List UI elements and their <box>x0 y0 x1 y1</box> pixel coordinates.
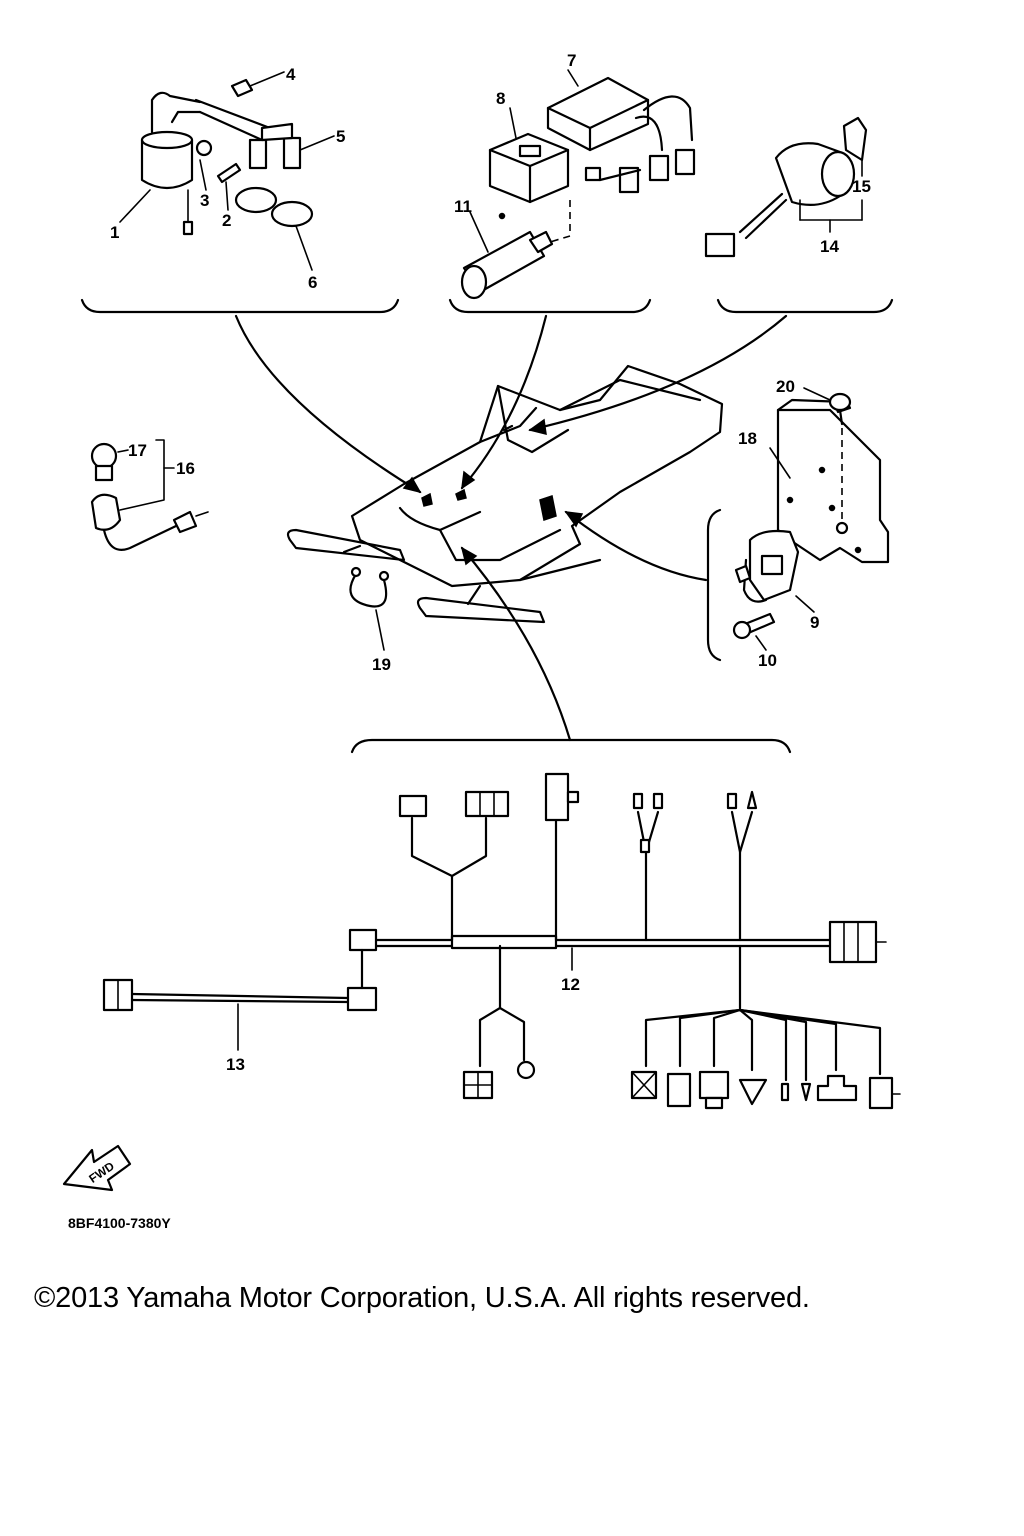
callout-10: 10 <box>758 651 777 670</box>
callout-16: 16 <box>176 459 195 478</box>
callout-5: 5 <box>336 127 345 146</box>
ignition-coil-group: 1 2 3 4 5 6 <box>80 65 400 314</box>
forward-direction-icon: FWD <box>62 1144 132 1192</box>
arrow-cdi <box>460 314 548 490</box>
callout-8: 8 <box>496 89 505 108</box>
copyright-text: ©2013 Yamaha Motor Corporation, U.S.A. A… <box>34 1282 810 1314</box>
bulb-socket-group: 17 16 <box>90 439 209 551</box>
callout-20: 20 <box>776 377 795 396</box>
callout-13: 13 <box>226 1055 245 1074</box>
callout-3: 3 <box>200 191 209 210</box>
callout-12: 12 <box>561 975 580 994</box>
main-switch-group: 14 15 <box>704 116 894 314</box>
arrow-coil <box>234 314 422 494</box>
sub-harness-group: 13 <box>102 948 378 1074</box>
snowmobile-outline <box>286 364 724 624</box>
callout-11: 11 <box>454 197 472 216</box>
arrow-regulator <box>564 510 708 582</box>
callout-19: 19 <box>372 655 391 674</box>
callout-2: 2 <box>222 211 231 230</box>
diagram-code: 8BF4100-7380Y <box>68 1215 171 1231</box>
callout-1: 1 <box>110 223 119 242</box>
callout-7: 7 <box>567 51 576 70</box>
callout-4: 4 <box>286 65 296 84</box>
callout-14: 14 <box>820 237 839 256</box>
cdi-unit-group: 7 8 11 <box>448 51 696 314</box>
arrow-switch <box>528 314 788 432</box>
regulator-bracket-group: 20 18 9 10 <box>706 377 890 670</box>
arrow-harness <box>460 546 572 742</box>
callout-17: 17 <box>128 441 147 460</box>
clamp-group: 19 <box>349 566 391 674</box>
callout-6: 6 <box>308 273 317 292</box>
callout-18: 18 <box>738 429 757 448</box>
callout-9: 9 <box>810 613 819 632</box>
wire-harness-group: 12 <box>348 546 901 1110</box>
callout-15: 15 <box>852 177 871 196</box>
